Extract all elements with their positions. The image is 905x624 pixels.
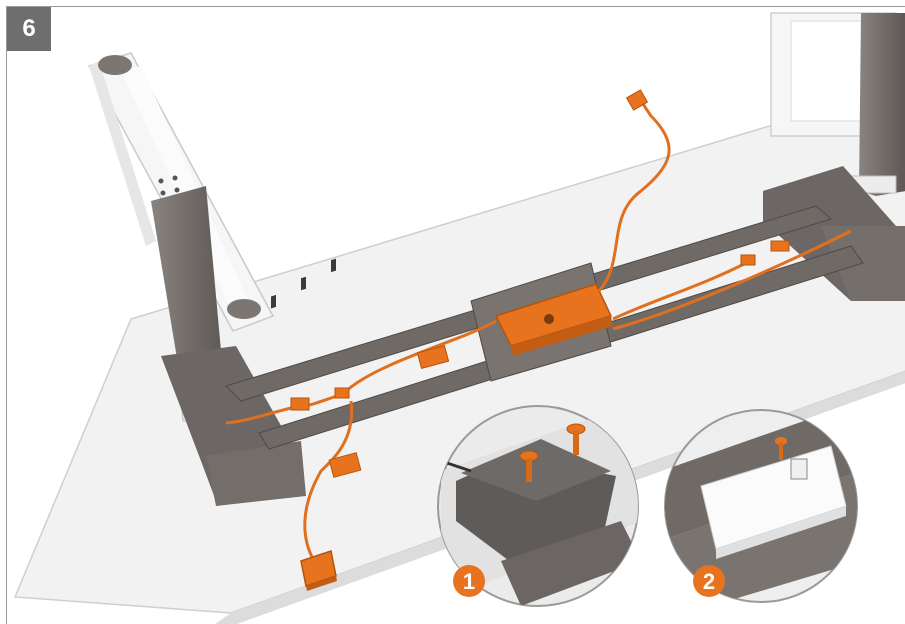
control-box-icon xyxy=(494,283,613,356)
detail-circle-1: 1 xyxy=(437,405,639,607)
assembly-illustration: 1 2 xyxy=(13,12,905,624)
left-end-frame xyxy=(87,52,275,332)
hand-switch-icon xyxy=(300,550,337,591)
step-number-badge: 6 xyxy=(7,7,51,51)
cable-clip-icon xyxy=(290,89,790,478)
detail-number-2: 2 xyxy=(703,569,715,594)
illustration-frame: 1 2 6 xyxy=(6,6,905,624)
detail-number-1: 1 xyxy=(463,569,475,594)
screw-icon xyxy=(519,423,586,482)
frame-rails xyxy=(225,205,864,450)
detail-badge-1 xyxy=(453,565,485,597)
screw-icon xyxy=(775,437,787,460)
detail-badge-2 xyxy=(693,565,725,597)
detail-circle-2: 2 xyxy=(664,409,858,603)
